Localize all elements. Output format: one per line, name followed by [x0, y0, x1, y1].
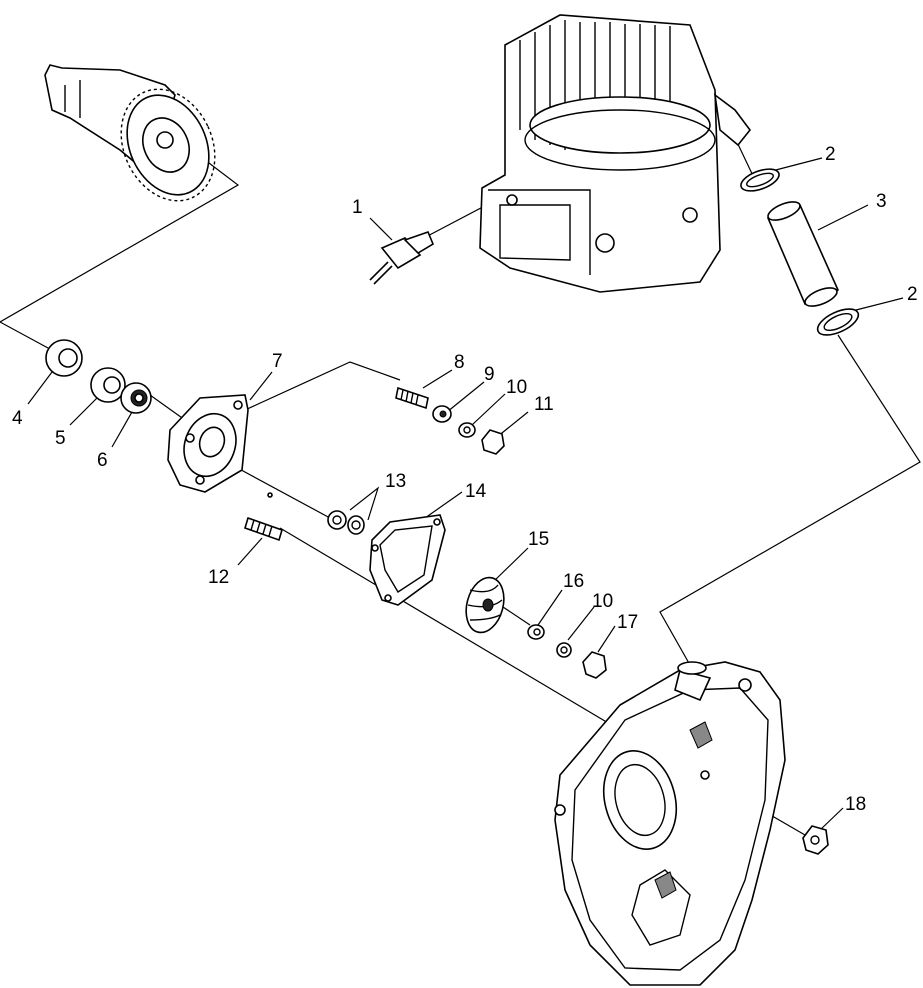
- part-16-washer: [527, 624, 545, 640]
- assembly-lines: [0, 139, 921, 836]
- leader-lines: [27, 157, 904, 831]
- part-5-bearing: [90, 367, 126, 403]
- callout-2-upper: 2: [825, 144, 836, 165]
- callout-9: 9: [484, 364, 495, 385]
- callout-7: 7: [272, 351, 283, 372]
- callout-16: 16: [563, 571, 584, 592]
- part-15-impeller: [465, 576, 505, 634]
- callout-6: 6: [97, 450, 108, 471]
- part-8-stud: [395, 386, 429, 410]
- part-11-nut: [481, 429, 505, 455]
- part-3-hose: [766, 201, 840, 307]
- part-12-stud: [244, 516, 283, 542]
- part-14-gasket: [369, 514, 446, 606]
- part-13-seals: [327, 510, 365, 535]
- callout-10-lower: 10: [592, 591, 613, 612]
- callout-14: 14: [465, 481, 487, 502]
- part-2-hose-clamp-upper: [740, 168, 780, 192]
- part-17-nut: [582, 651, 607, 679]
- callout-4: 4: [12, 408, 23, 429]
- callout-15: 15: [528, 529, 549, 550]
- part-2-hose-clamp-lower: [816, 308, 860, 336]
- callout-labels: 1 2 2 3 4 5 6 7 8 9 10 11 12 13 14 15 16…: [12, 144, 918, 815]
- crankshaft-gear: [44, 64, 216, 202]
- callout-18: 18: [845, 794, 866, 815]
- part-18-nut: [802, 825, 829, 855]
- callout-17: 17: [617, 612, 638, 633]
- callout-11: 11: [534, 394, 554, 415]
- part-4-bearing: [45, 339, 83, 377]
- callout-13: 13: [385, 471, 406, 492]
- part-9-washer: [432, 405, 452, 423]
- part-1-temperature-sensor: [369, 230, 435, 285]
- engine-cylinder: [479, 14, 752, 293]
- callout-12: 12: [208, 567, 229, 588]
- part-10-lock-washer-upper: [458, 422, 476, 438]
- callout-3: 3: [876, 191, 887, 212]
- crankcase-cover: [554, 661, 786, 986]
- callout-10-upper: 10: [506, 377, 527, 398]
- part-6-seal: [120, 382, 152, 414]
- callout-2-lower: 2: [907, 284, 918, 305]
- callout-8: 8: [454, 352, 465, 373]
- callout-1: 1: [352, 197, 363, 218]
- part-7-pump-housing: [167, 394, 273, 498]
- part-10-lock-washer-lower: [556, 642, 572, 658]
- callout-5: 5: [55, 428, 66, 449]
